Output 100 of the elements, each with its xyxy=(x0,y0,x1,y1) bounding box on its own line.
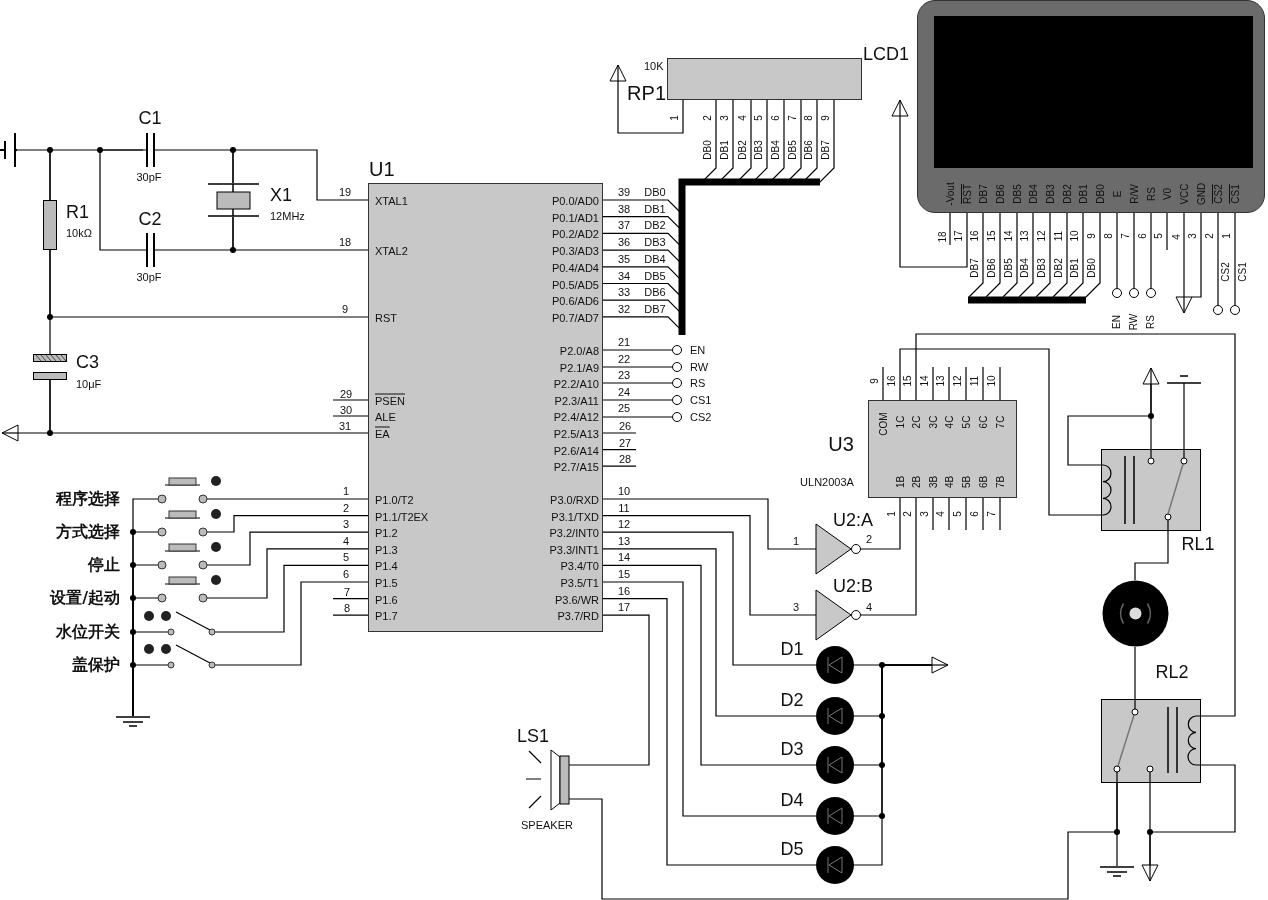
pin-number: 32 xyxy=(617,303,631,315)
pin-number: 13 xyxy=(936,375,946,387)
pin-label: P2.0/A8 xyxy=(559,345,599,357)
pin-label: PSEN xyxy=(375,395,405,407)
wire xyxy=(602,349,673,351)
pin-number: 4 xyxy=(1172,234,1182,240)
net-label: CS1 xyxy=(690,394,712,406)
component-label: U3 xyxy=(828,434,854,454)
pin-label: P2.6/A14 xyxy=(553,445,599,457)
pin-number: 14 xyxy=(1004,230,1014,242)
pin-number: 3 xyxy=(720,115,730,121)
pin-number: 3 xyxy=(342,518,350,530)
pin-number: 28 xyxy=(618,453,632,465)
pin-number: 15 xyxy=(987,230,997,242)
component-label: R1 xyxy=(66,203,89,221)
pin-number: 10 xyxy=(617,485,631,497)
net-label: DB1 xyxy=(720,140,730,160)
wire xyxy=(1217,212,1219,306)
pin-number: 16 xyxy=(970,230,980,242)
pin-label: EA xyxy=(375,428,390,440)
net-label: DB7 xyxy=(970,258,980,278)
wire xyxy=(602,531,817,666)
component-label: D3 xyxy=(780,740,804,758)
pin-number: 3 xyxy=(920,511,930,517)
pin-label: RST xyxy=(963,184,973,204)
net-label: CS2 xyxy=(690,411,712,423)
pin-label: RS xyxy=(1147,187,1157,201)
net-label: DB5 xyxy=(644,270,666,281)
part-number-label: ULN2003A xyxy=(800,476,854,488)
wire xyxy=(602,498,817,550)
wire xyxy=(602,515,817,616)
wire xyxy=(17,379,51,434)
pin-number: 12 xyxy=(953,375,963,387)
wire xyxy=(915,333,1236,717)
wire xyxy=(602,598,817,866)
pin-label: 4B xyxy=(945,475,955,489)
pin-number: 19 xyxy=(338,186,352,198)
component-label: D5 xyxy=(780,840,804,858)
pin-label: P1.3 xyxy=(375,544,398,556)
pin-number: 11 xyxy=(618,502,630,514)
wire xyxy=(860,497,901,550)
pin-number: 1 xyxy=(887,511,897,517)
pin-number: 1 xyxy=(1222,233,1232,239)
wire xyxy=(602,548,817,717)
pin-label: P3.5/T1 xyxy=(560,577,599,589)
pin-label: RST xyxy=(375,312,397,324)
wire xyxy=(1183,212,1185,298)
pin-number: 30 xyxy=(339,404,353,416)
pin-number: 3 xyxy=(792,601,800,613)
net-label: DB5 xyxy=(788,140,798,160)
pin-label: VCC xyxy=(1180,183,1190,205)
pin-number: 15 xyxy=(617,568,631,580)
wire xyxy=(899,115,968,268)
pin-number: 4 xyxy=(936,511,946,517)
component-label: RP1 xyxy=(627,83,666,103)
pin-number: 9 xyxy=(821,115,831,121)
pin-number: 38 xyxy=(617,203,631,215)
pin-label: R/W xyxy=(1130,184,1140,204)
pin-number: 1 xyxy=(342,485,350,497)
wire xyxy=(49,249,369,318)
wire xyxy=(221,515,369,533)
pin-number: 26 xyxy=(618,420,632,432)
value-label: SPEAKER xyxy=(521,819,573,831)
pin-number: 7 xyxy=(788,115,798,121)
pin-label: P0.7/AD7 xyxy=(551,312,599,324)
net-label: DB4 xyxy=(1020,258,1030,278)
pin-label: COM xyxy=(879,412,889,436)
pin-number: 37 xyxy=(617,219,631,231)
wire xyxy=(602,366,673,368)
pin-number: 2 xyxy=(1205,233,1215,239)
pin-label: 7C xyxy=(996,415,1006,429)
pin-number: 5 xyxy=(1154,233,1164,239)
wire xyxy=(860,497,917,616)
pin-label: P1.0/T2 xyxy=(375,494,414,506)
pin-label: P3.2/INT0 xyxy=(549,527,599,539)
pin-number: 12 xyxy=(1037,230,1047,242)
pin-label: P0.0/AD0 xyxy=(551,195,599,207)
pin-label: DB1 xyxy=(1079,184,1089,204)
component-label: X1 xyxy=(270,186,293,204)
wire xyxy=(1133,212,1135,289)
wire xyxy=(221,581,369,666)
pin-label: P0.4/AD4 xyxy=(551,262,599,274)
pin-number: 7 xyxy=(1121,233,1131,239)
pin-number: 2 xyxy=(865,533,873,545)
net-label: RW xyxy=(690,361,709,373)
component-label: D4 xyxy=(780,791,804,809)
wire xyxy=(602,416,673,418)
wire xyxy=(568,614,650,766)
pin-label: 2C xyxy=(912,415,922,429)
pin-number: 13 xyxy=(1020,230,1030,242)
switch-label: 设置/起动 xyxy=(50,590,120,606)
net-label: CS1 xyxy=(1238,262,1248,282)
pin-label: DB6 xyxy=(996,184,1006,204)
pin-label: P2.2/A10 xyxy=(553,378,599,390)
pin-number: 35 xyxy=(617,253,631,265)
pin-number: 11 xyxy=(970,375,980,387)
value-label: 10K xyxy=(644,60,664,72)
pin-label: P0.2/AD2 xyxy=(551,228,599,240)
wire xyxy=(1150,212,1152,289)
pin-number: 16 xyxy=(617,585,631,597)
